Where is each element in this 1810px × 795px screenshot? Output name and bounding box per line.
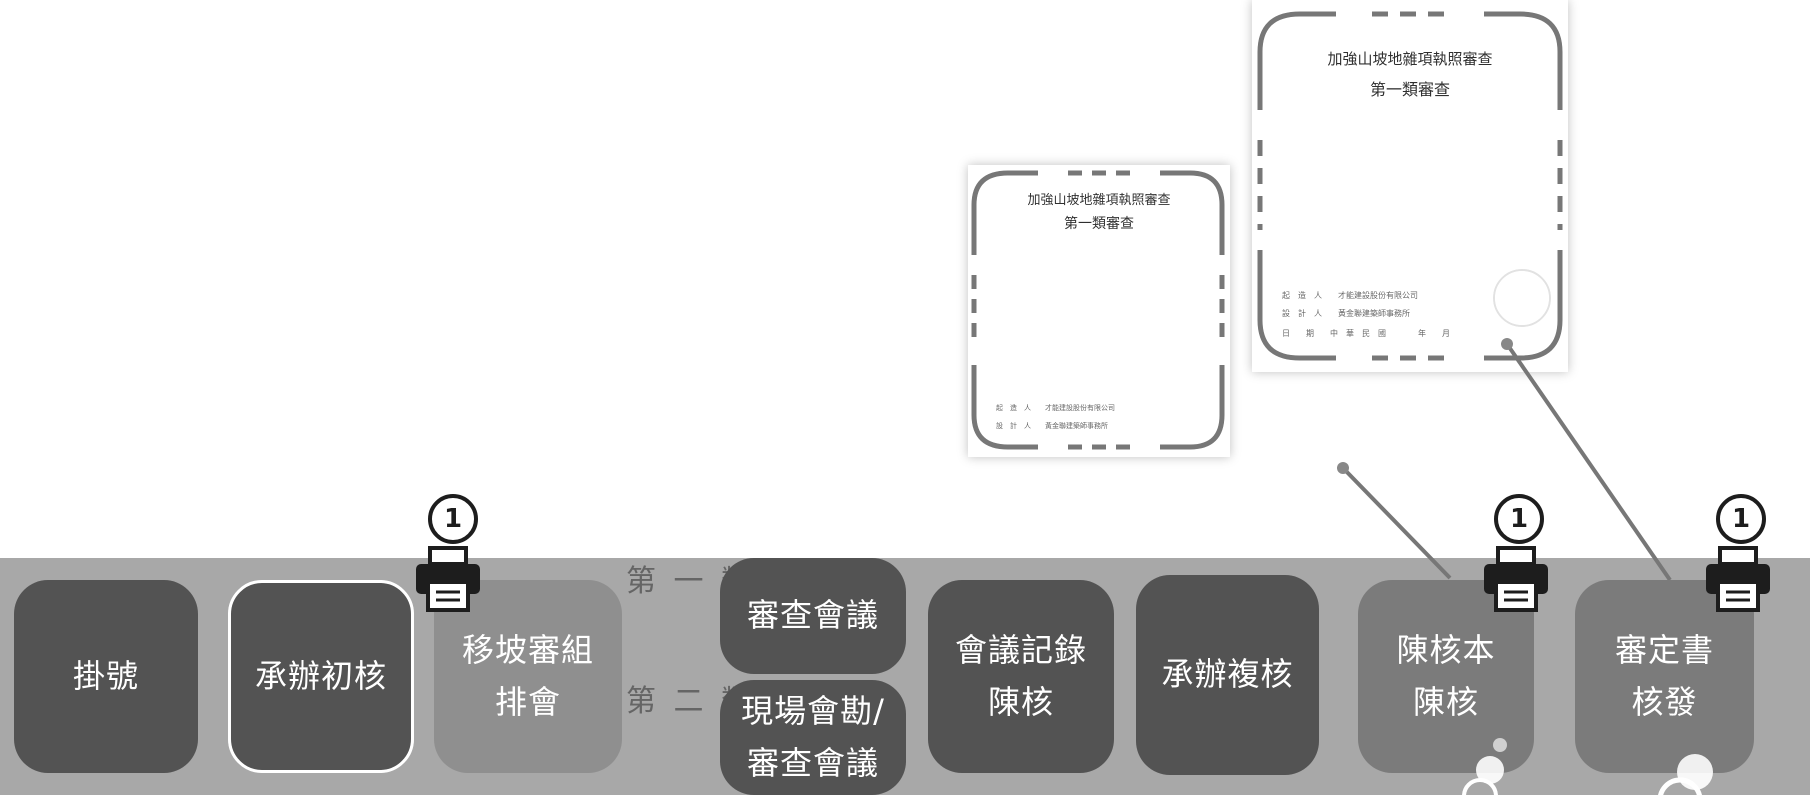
certificate-small-row: 設 計 人 黃金聯建築師事務所 xyxy=(996,422,1108,430)
step-review-meeting-label: 審查會議 xyxy=(746,596,879,635)
step-register[interactable]: 掛號 xyxy=(14,580,198,773)
step-site-survey-line-2: 審查會議 xyxy=(746,743,879,782)
step-site-survey-line-1: 現場會勘/ xyxy=(741,692,885,731)
certificate-large-title: 加強山坡地雜項執照審查 xyxy=(1327,50,1493,68)
printer-icon[interactable] xyxy=(1704,546,1772,614)
step-meeting-minutes[interactable]: 會議記錄 陳核 xyxy=(928,580,1114,773)
step-schedule-line-2: 排會 xyxy=(494,682,561,721)
step-decision-line-1: 審定書 xyxy=(1614,631,1714,670)
step-copy-review-line-2: 陳核 xyxy=(1412,682,1479,721)
connector-dot xyxy=(1337,462,1349,474)
certificate-small-title: 加強山坡地雜項執照審查 xyxy=(1027,193,1171,208)
step-recheck[interactable]: 承辦複核 xyxy=(1136,575,1319,775)
step-meeting-minutes-line-2: 陳核 xyxy=(987,682,1054,721)
certificate-large: 加強山坡地雜項執照審查 第一類審查 起 造 人 才能建設股份有限公司 設 計 人… xyxy=(1252,0,1568,372)
step-decision-line-2: 核發 xyxy=(1631,682,1698,721)
step-decision-issue[interactable]: 審定書 核發 xyxy=(1575,580,1754,773)
step-initial-review-label: 承辦初核 xyxy=(254,656,387,695)
certificate-small-row: 起 造 人 才能建設股份有限公司 xyxy=(996,404,1115,412)
certificate-large-row: 起 造 人 才能建設股份有限公司 xyxy=(1282,291,1418,300)
certificate-large-row: 設 計 人 黃金聯建築師事務所 xyxy=(1282,309,1410,318)
printer-icon[interactable] xyxy=(414,546,482,614)
step-meeting-minutes-line-1: 會議記錄 xyxy=(954,631,1087,670)
number-1-badge-icon: 1 xyxy=(428,494,478,544)
step-site-survey[interactable]: 現場會勘/ 審查會議 xyxy=(720,680,906,795)
step-schedule-meeting[interactable]: 移坡審組 排會 xyxy=(434,580,622,773)
step-review-meeting[interactable]: 審查會議 xyxy=(720,558,906,674)
certificate-small-border xyxy=(971,170,1225,450)
number-1-badge-icon: 1 xyxy=(1494,494,1544,544)
decorative-circles xyxy=(1462,738,1713,795)
certificate-small-subtitle: 第一類審查 xyxy=(1064,216,1134,232)
certificate-large-row: 日 期 中 華 民 國 年 月 xyxy=(1282,329,1450,338)
certificate-large-subtitle: 第一類審查 xyxy=(1369,80,1450,99)
step-initial-review[interactable]: 承辦初核 xyxy=(228,580,414,773)
number-1-badge-icon: 1 xyxy=(1716,494,1766,544)
certificate-small: 加強山坡地雜項執照審查 第一類審查 起 造 人 才能建設股份有限公司 設 計 人… xyxy=(968,165,1230,457)
connector-line-large-cert xyxy=(1505,342,1672,582)
step-schedule-line-1: 移坡審組 xyxy=(461,631,594,670)
step-copy-review-line-1: 陳核本 xyxy=(1396,631,1496,670)
printer-icon[interactable] xyxy=(1482,546,1550,614)
step-register-label: 掛號 xyxy=(72,656,139,695)
step-recheck-label: 承辦複核 xyxy=(1161,655,1294,694)
